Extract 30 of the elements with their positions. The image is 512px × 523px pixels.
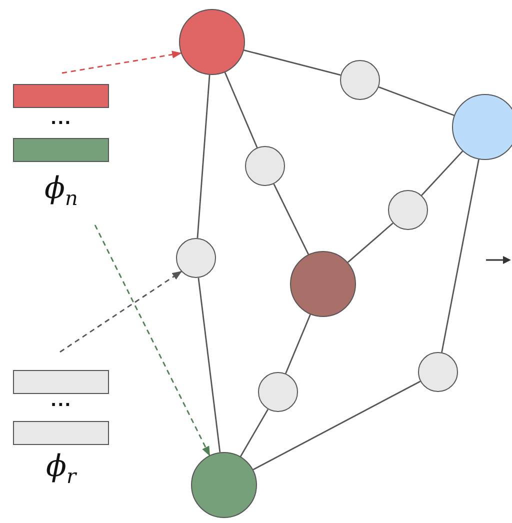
connector-line xyxy=(285,314,311,374)
connector-line xyxy=(224,72,258,148)
graph-node xyxy=(452,94,512,160)
dashed-arrow xyxy=(94,224,210,456)
connector-line xyxy=(421,150,464,196)
graph-node xyxy=(176,238,216,278)
connector-line xyxy=(198,278,221,452)
ellipsis-label: ... xyxy=(50,390,72,410)
dashed-arrow xyxy=(60,270,182,353)
connector-line xyxy=(378,86,454,116)
connector-line xyxy=(347,222,394,263)
dashed-arrow xyxy=(62,50,182,74)
connector-line xyxy=(244,50,341,76)
connector-line xyxy=(196,74,210,238)
connector-line xyxy=(273,184,310,255)
graph-node xyxy=(245,146,285,186)
graph-node xyxy=(258,372,298,412)
connector-line xyxy=(240,408,269,457)
connector-line xyxy=(252,380,421,470)
feature-bar xyxy=(13,421,109,445)
ellipsis-label: ... xyxy=(50,108,72,128)
graph-node xyxy=(418,352,458,392)
feature-bar xyxy=(13,370,109,394)
graph-node xyxy=(340,60,380,100)
math-symbol-label: ϕ$_{r}$ xyxy=(46,448,76,488)
graph-node xyxy=(388,190,428,230)
feature-bar xyxy=(13,84,109,108)
connector-line xyxy=(441,159,480,352)
math-symbol-label: ϕ$_{n}$ xyxy=(44,170,78,210)
feature-bar xyxy=(13,138,109,162)
